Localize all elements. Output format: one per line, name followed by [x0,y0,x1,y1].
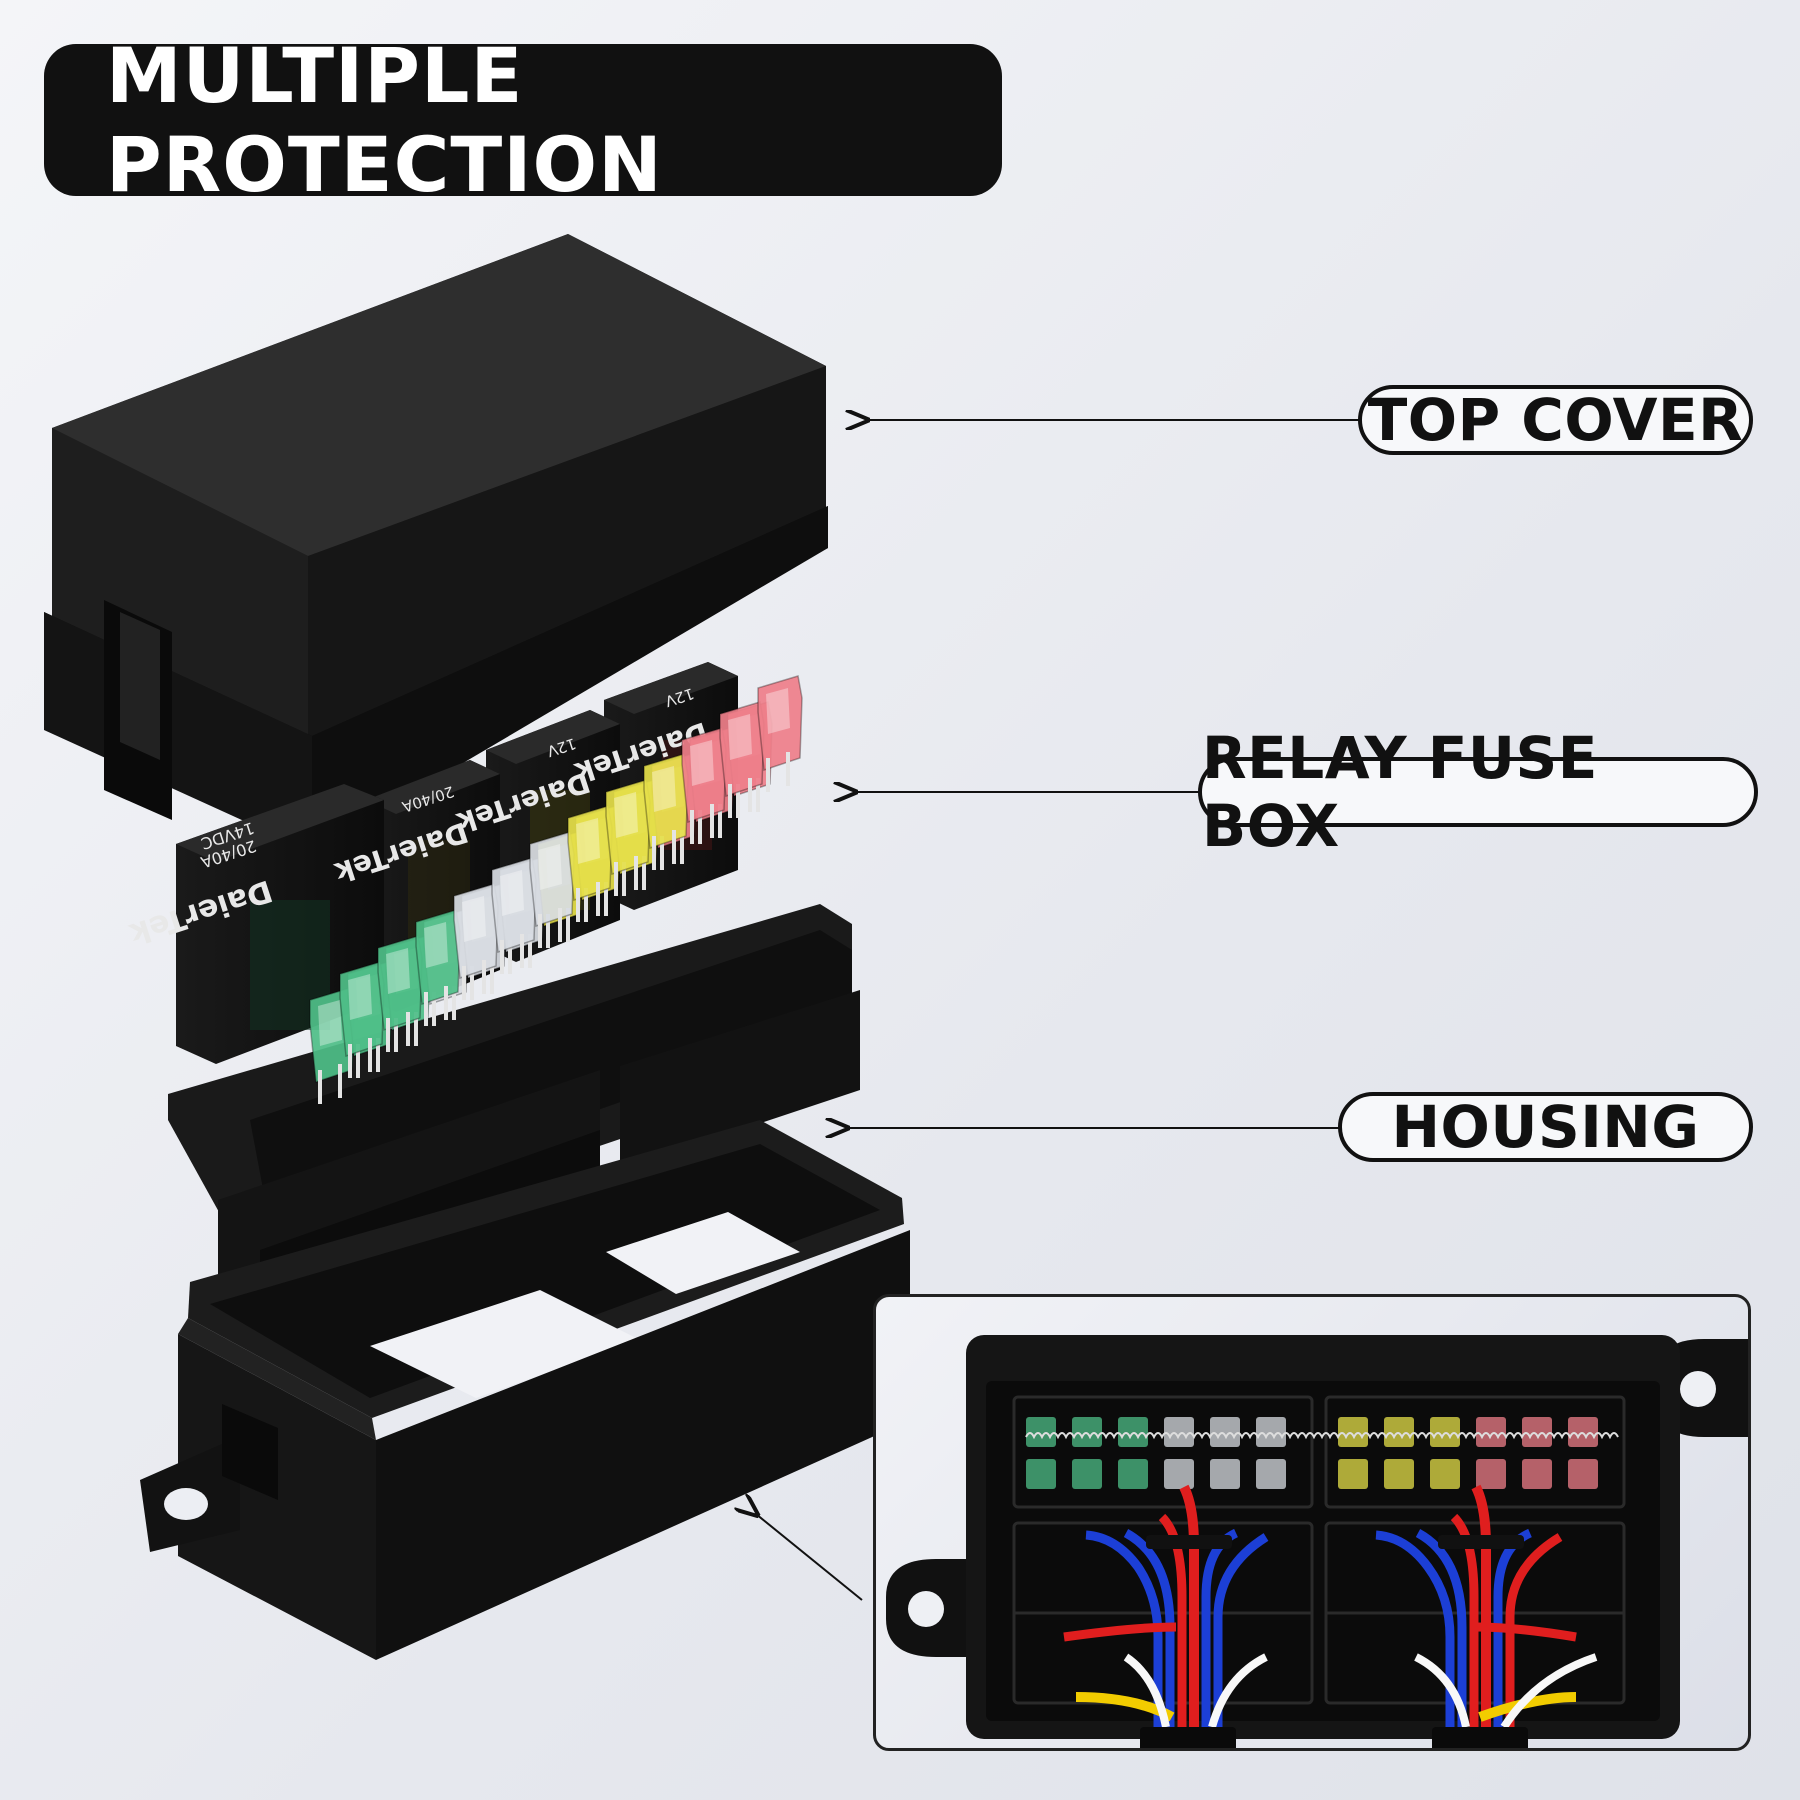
inset-fuse [1210,1417,1240,1447]
inset-fuse [1430,1459,1460,1489]
inset-fuse [1522,1417,1552,1447]
fuse [453,883,499,1000]
housing-opening-left [370,1290,640,1398]
inset-fuse [1072,1459,1102,1489]
inset-fuse [1210,1459,1240,1489]
inset-fuse [1338,1417,1368,1447]
fuse [415,909,461,1026]
inset-fuse [1256,1459,1286,1489]
inset-fuse [1164,1459,1194,1489]
wiring-underside-view [886,1335,1748,1748]
title-text: MULTIPLE PROTECTION [106,31,663,209]
inset-fuse [1522,1459,1552,1489]
title-banner: MULTIPLE PROTECTION [44,31,1002,209]
inset-fuse [1026,1459,1056,1489]
inset-fuse [1118,1459,1148,1489]
callout-top-cover-label: TOP COVER [1367,386,1744,454]
callout-relay-fuse-box: RELAY FUSE BOX [1198,724,1758,860]
inset-fuse [1476,1417,1506,1447]
inset-fuse [1118,1417,1148,1447]
fuse [681,727,727,844]
top-cover [44,234,828,852]
inset-fuse [1338,1459,1368,1489]
inset-fuse [1430,1417,1460,1447]
fuse-row [309,675,803,1104]
fuse [567,805,613,922]
inset-fuse [1026,1417,1056,1447]
inset-fuse [1476,1459,1506,1489]
inset-fuse [1384,1417,1414,1447]
inset-fuse [1072,1417,1102,1447]
fuse [529,831,575,948]
cable-bundle-left [1063,1484,1269,1748]
inset-fuse [1568,1417,1598,1447]
callout-top-cover: TOP COVER [1358,385,1753,455]
inset-fuse [1256,1417,1286,1447]
cable-bundle-right [1375,1484,1598,1748]
callout-relay-fuse-box-label: RELAY FUSE BOX [1202,724,1598,860]
callout-housing: HOUSING [1338,1092,1753,1162]
wiring-inset [873,1294,1751,1751]
housing-opening-right [606,1212,800,1294]
callout-housing-label: HOUSING [1391,1093,1700,1161]
inset-fuse [1164,1417,1194,1447]
inset-fuse [1568,1459,1598,1489]
fuse [491,857,537,974]
fuse [757,675,803,792]
fuse [643,753,689,870]
fuse [339,961,385,1078]
inset-fuse [1384,1459,1414,1489]
arrow-inset [756,1514,863,1601]
housing [140,1120,910,1660]
